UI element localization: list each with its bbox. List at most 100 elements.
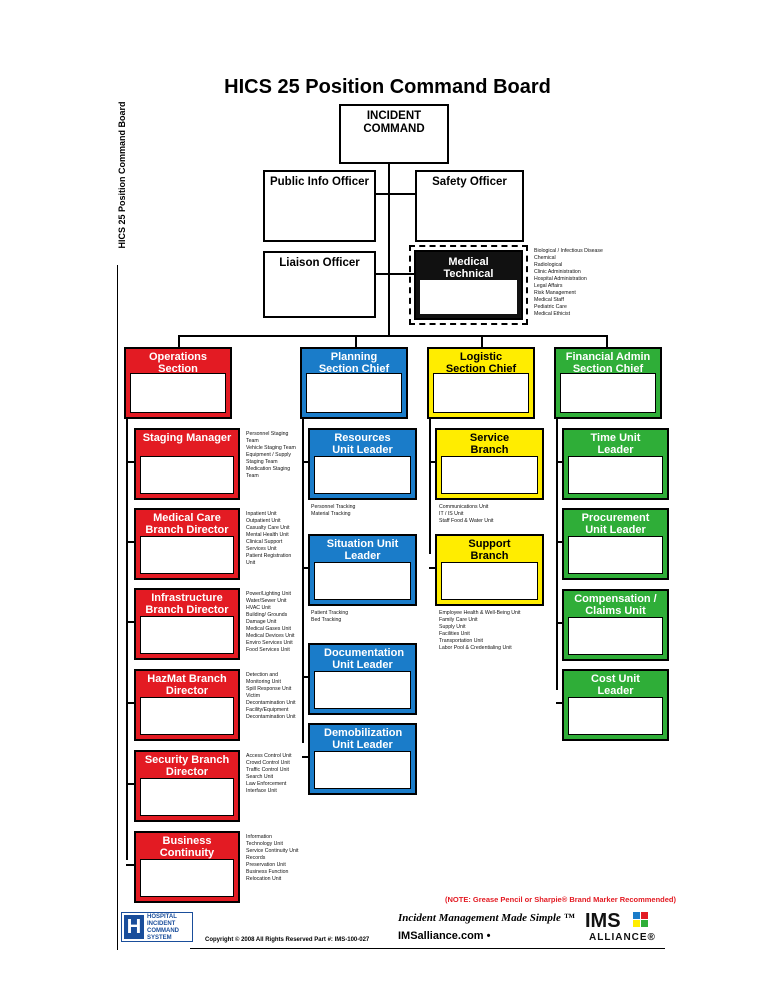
planning-unit-box-label: Situation Unit Leader [326, 538, 399, 562]
writing-area[interactable] [140, 859, 234, 897]
planning-unit-box[interactable]: Situation Unit Leader [308, 534, 417, 606]
unit-item: Hospital Administration [534, 276, 587, 282]
hics-logo-line: SYSTEM [147, 935, 172, 941]
writing-area[interactable] [140, 536, 234, 574]
logistic-branch-box-label: Service Branch Director [468, 432, 510, 467]
unit-item: Supply Unit [439, 624, 466, 630]
writing-area[interactable] [140, 456, 234, 494]
alliance-logo-text: ALLIANCE® [589, 932, 656, 943]
writing-area[interactable] [314, 751, 411, 789]
unit-item: Spill Response Unit [246, 686, 292, 692]
unit-item: Medical Staff [534, 297, 564, 303]
unit-item: Casualty Care Unit [246, 525, 290, 531]
operations-branch-box[interactable]: Staging Manager [134, 428, 240, 500]
planning-unit-box[interactable]: Documentation Unit Leader [308, 643, 417, 715]
operations-branch-box-label: Business Continuity Branch Director [145, 835, 228, 870]
writing-area[interactable] [433, 373, 529, 413]
unit-item: Chemical [534, 255, 556, 261]
unit-item: Medical Ethicist [534, 311, 571, 317]
finance-unit-box-label: Cost Unit Leader [591, 673, 640, 697]
planning-section-chief-label: Planning Section Chief [318, 351, 390, 375]
safety-officer-box[interactable]: Safety Officer [415, 170, 524, 242]
writing-area[interactable] [314, 456, 411, 494]
writing-area[interactable] [420, 280, 517, 314]
medical-technical-specialist-box[interactable]: Medical Technical Specialist(s) [409, 245, 528, 325]
connector-line [388, 163, 390, 335]
writing-area[interactable] [140, 616, 234, 654]
writing-area[interactable] [568, 536, 663, 574]
unit-item: Equipment / Supply [246, 452, 291, 458]
operations-branch-box-label: HazMat Branch Director [147, 673, 227, 697]
liaison-officer-box[interactable]: Liaison Officer [263, 251, 376, 318]
logistic-section-chief-label: Logistic Section Chief [445, 351, 517, 375]
unit-item: Labor Pool & Credentialing Unit [439, 645, 512, 651]
planning-unit-box[interactable]: Demobilization Unit Leader [308, 723, 417, 795]
incident-command-box[interactable]: INCIDENT COMMAND [339, 104, 449, 164]
connector-line [302, 418, 304, 743]
public-info-officer-label: Public Info Officer [269, 176, 370, 188]
finance-unit-box[interactable]: Cost Unit Leader [562, 669, 669, 741]
logo-square [633, 920, 640, 927]
planning-section-chief-box[interactable]: Planning Section Chief [300, 347, 408, 419]
writing-area[interactable] [441, 562, 538, 600]
unit-item: Team [246, 438, 259, 444]
website-link[interactable]: IMSalliance.com • [398, 930, 491, 942]
unit-item: Power/Lighting Unit [246, 591, 291, 597]
operations-branch-box[interactable]: HazMat Branch Director [134, 669, 240, 741]
side-title: HICS 25 Position Command Board [112, 100, 132, 260]
writing-area[interactable] [314, 671, 411, 709]
unit-item: Legal Affairs [534, 283, 563, 289]
writing-area[interactable] [130, 373, 226, 413]
unit-item: Patient Registration [246, 553, 292, 559]
medtech-unit-list: Biological / Infectious Disease Chemical… [534, 248, 603, 318]
connector-line [355, 335, 357, 349]
connector-line [429, 418, 431, 554]
finance-unit-box[interactable]: Procurement Unit Leader [562, 508, 669, 580]
writing-area[interactable] [568, 617, 663, 655]
logistic-section-chief-box[interactable]: Logistic Section Chief [427, 347, 535, 419]
unit-item: Food Services Unit [246, 647, 290, 653]
logistic-branch-box[interactable]: Service Branch Director [435, 428, 544, 500]
operations-branch-box-label: Medical Care Branch Director [145, 512, 229, 536]
unit-item: Records [246, 855, 266, 861]
operations-branch-box[interactable]: Infrastructure Branch Director [134, 588, 240, 660]
writing-area[interactable] [140, 778, 234, 816]
operations-branch-box[interactable]: Medical Care Branch Director [134, 508, 240, 580]
writing-area[interactable] [568, 456, 663, 494]
financial-admin-section-chief-box[interactable]: Financial Admin Section Chief [554, 347, 662, 419]
writing-area[interactable] [314, 562, 411, 600]
liaison-officer-label: Liaison Officer [279, 257, 360, 269]
incident-command-label: INCIDENT COMMAND [363, 110, 425, 135]
finance-unit-box[interactable]: Time Unit Leader [562, 428, 669, 500]
unit-item: Unit [246, 560, 256, 566]
public-info-officer-box[interactable]: Public Info Officer [263, 170, 376, 242]
planning-unit-box[interactable]: Resources Unit Leader [308, 428, 417, 500]
operations-branch-box-label: Infrastructure Branch Director [145, 592, 229, 616]
unit-item: Information [246, 834, 272, 840]
writing-area[interactable] [560, 373, 656, 413]
connector-line [126, 621, 136, 623]
operations-branch-box[interactable]: Business Continuity Branch Director [134, 831, 240, 903]
connector-line [302, 676, 310, 678]
unit-item: Material Tracking [311, 511, 351, 517]
connector-line [556, 418, 558, 690]
planning-unit-box-label: Documentation Unit Leader [324, 647, 405, 671]
side-title-text: HICS 25 Position Command Board [117, 101, 127, 249]
unit-item: Outpatient Unit [246, 518, 281, 524]
writing-area[interactable] [441, 456, 538, 494]
finance-unit-box[interactable]: Compensation / Claims Unit Leader [562, 589, 669, 661]
writing-area[interactable] [306, 373, 402, 413]
operations-section-chief-box[interactable]: Operations Section Chief [124, 347, 232, 419]
unit-item: Medical Devices Unit [246, 633, 295, 639]
writing-area[interactable] [568, 697, 663, 735]
logistic-branch-box[interactable]: Support Branch Director [435, 534, 544, 606]
unit-item: Employee Health & Well-Being Unit [439, 610, 521, 616]
operations-branch-box[interactable]: Security Branch Director [134, 750, 240, 822]
writing-area[interactable] [140, 697, 234, 735]
